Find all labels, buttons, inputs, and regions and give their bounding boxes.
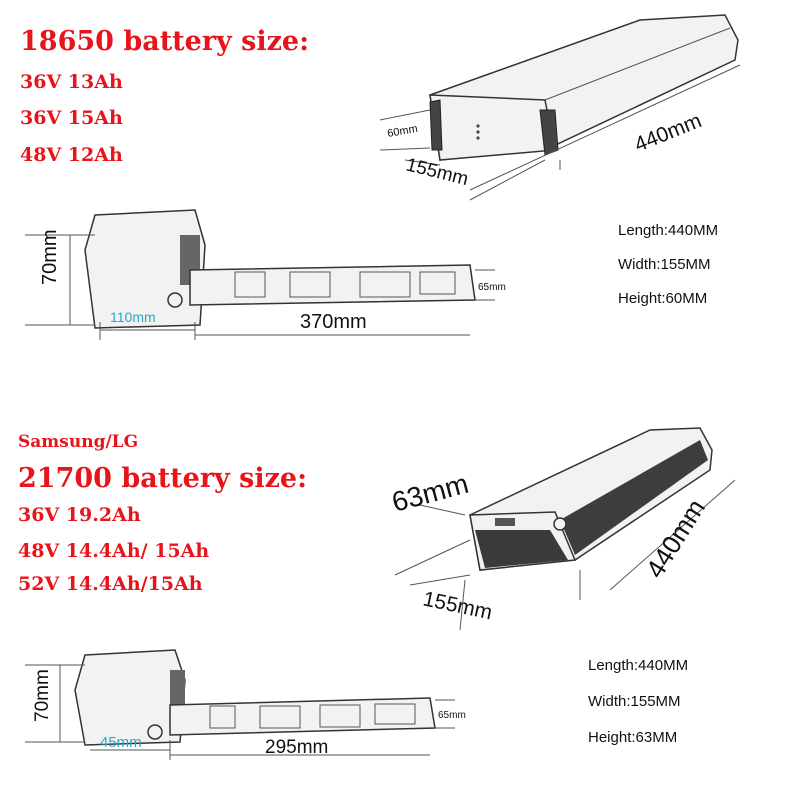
top-spec-height: Height:60MM: [618, 290, 707, 307]
bottom-spec-length: Length:440MM: [588, 657, 688, 674]
bottom-spec-height: Height:63MM: [588, 729, 677, 746]
top-option-1: 36V 13Ah: [20, 71, 123, 93]
bottom-height-label: 63mm: [389, 468, 472, 518]
battery-21700-side-drawing: [25, 649, 455, 760]
top-plate-width-label: 65mm: [478, 282, 506, 293]
bottom-brand: Samsung/LG: [18, 432, 138, 452]
bottom-option-1: 36V 19.2Ah: [18, 504, 141, 526]
top-length-label: 440mm: [631, 109, 705, 157]
top-plate-label: 370mm: [300, 311, 367, 333]
top-option-2: 36V 15Ah: [20, 107, 123, 129]
bottom-option-3: 52V 14.4Ah/15Ah: [18, 573, 203, 595]
bottom-side-height-label: 70mm: [32, 669, 53, 722]
bottom-plate-width-label: 65mm: [438, 710, 466, 721]
bottom-spec-width: Width:155MM: [588, 693, 681, 710]
top-spec-width: Width:155MM: [618, 256, 711, 273]
bottom-mount-label: 45mm: [100, 734, 142, 751]
top-width-label: 155mm: [404, 154, 471, 190]
top-height-label: 60mm: [386, 123, 418, 140]
battery-18650-iso-drawing: [379, 14, 741, 201]
top-title: 18650 battery size:: [20, 26, 309, 57]
top-option-3: 48V 12Ah: [20, 144, 123, 166]
bottom-plate-label: 295mm: [265, 737, 328, 758]
bottom-option-2: 48V 14.4Ah/ 15Ah: [18, 540, 209, 562]
battery-18650-side-drawing: [25, 209, 495, 340]
bottom-width-label: 155mm: [421, 587, 494, 624]
top-spec-length: Length:440MM: [618, 222, 718, 239]
top-side-height-label: 70mm: [39, 229, 61, 285]
bottom-title: 21700 battery size:: [18, 463, 307, 494]
top-mount-label: 110mm: [110, 309, 156, 325]
battery-21700-iso-drawing: [394, 427, 736, 631]
